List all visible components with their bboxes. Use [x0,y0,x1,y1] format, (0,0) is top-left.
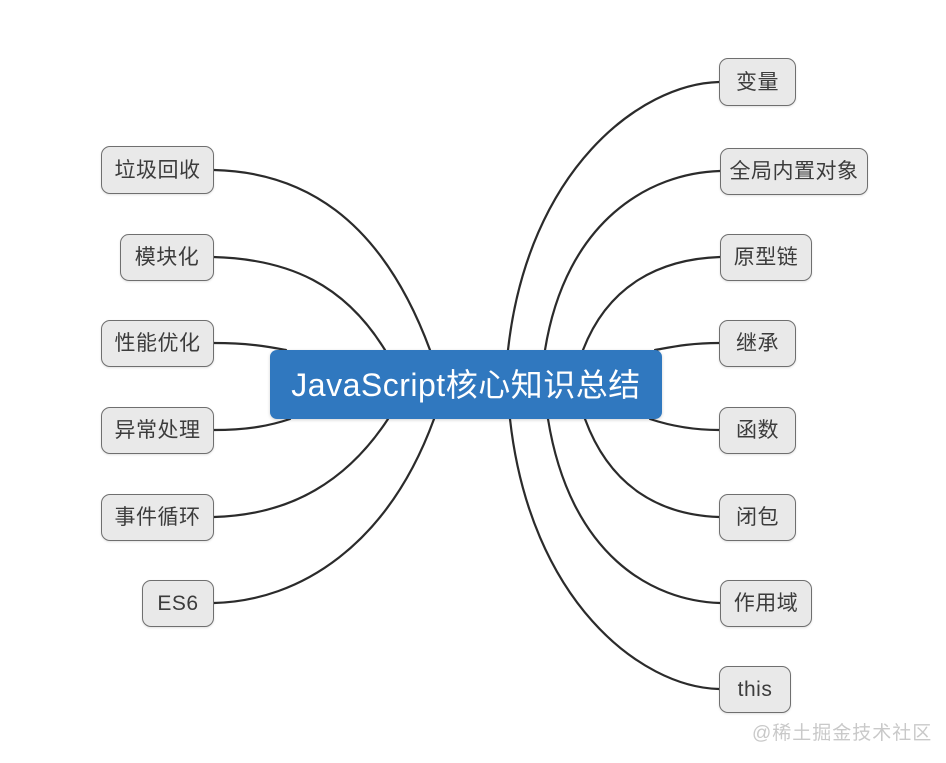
node-label: 性能优化 [114,332,201,355]
edge-center-to-exception-handling [212,417,292,432]
edge-center-to-global-builtin-object [543,169,722,352]
edge-center-to-scope [546,417,722,605]
node-label: 原型链 [733,246,799,269]
node-garbage-collection[interactable]: 垃圾回收 [101,146,214,194]
node-label: 垃圾回收 [114,158,201,182]
center-node[interactable]: JavaScript核心知识总结 [270,350,662,419]
node-inheritance[interactable]: 继承 [719,320,796,367]
center-node-label: JavaScript核心知识总结 [291,366,641,403]
edge-center-to-inheritance [653,341,721,352]
edge-center-to-event-loop [212,417,390,519]
node-label: 作用域 [733,592,799,615]
node-label: 继承 [736,332,779,355]
node-this[interactable]: this [719,666,791,713]
node-label: 事件循环 [114,506,201,529]
node-global-builtin-object[interactable]: 全局内置对象 [720,148,868,195]
node-label: 全局内置对象 [729,160,859,183]
edge-center-to-function [648,417,721,432]
node-prototype-chain[interactable]: 原型链 [720,234,812,281]
watermark: @稀土掘金技术社区 [752,723,933,744]
edge-center-to-modularization [211,255,387,352]
node-label: 异常处理 [114,419,201,442]
node-label: this [737,678,773,701]
node-es6[interactable]: ES6 [142,580,214,627]
node-label: 函数 [736,419,779,442]
edge-center-to-variable [506,80,721,352]
node-function[interactable]: 函数 [719,407,796,454]
edge-center-to-this [508,417,721,691]
edge-center-to-performance [212,341,288,352]
edge-center-to-closure [583,417,721,519]
node-modularization[interactable]: 模块化 [120,234,214,281]
node-closure[interactable]: 闭包 [719,494,796,541]
node-exception-handling[interactable]: 异常处理 [101,407,214,454]
node-label: 模块化 [134,246,200,269]
node-scope[interactable]: 作用域 [720,580,812,627]
node-label: 闭包 [736,506,779,529]
node-label: ES6 [157,592,199,615]
node-performance-optimization[interactable]: 性能优化 [101,320,214,367]
node-variable[interactable]: 变量 [719,58,796,106]
node-event-loop[interactable]: 事件循环 [101,494,214,541]
edge-center-to-prototype-chain [581,255,722,352]
edge-center-to-garbage-collection [212,168,432,352]
edge-center-to-es6 [212,417,436,605]
node-label: 变量 [736,70,779,94]
